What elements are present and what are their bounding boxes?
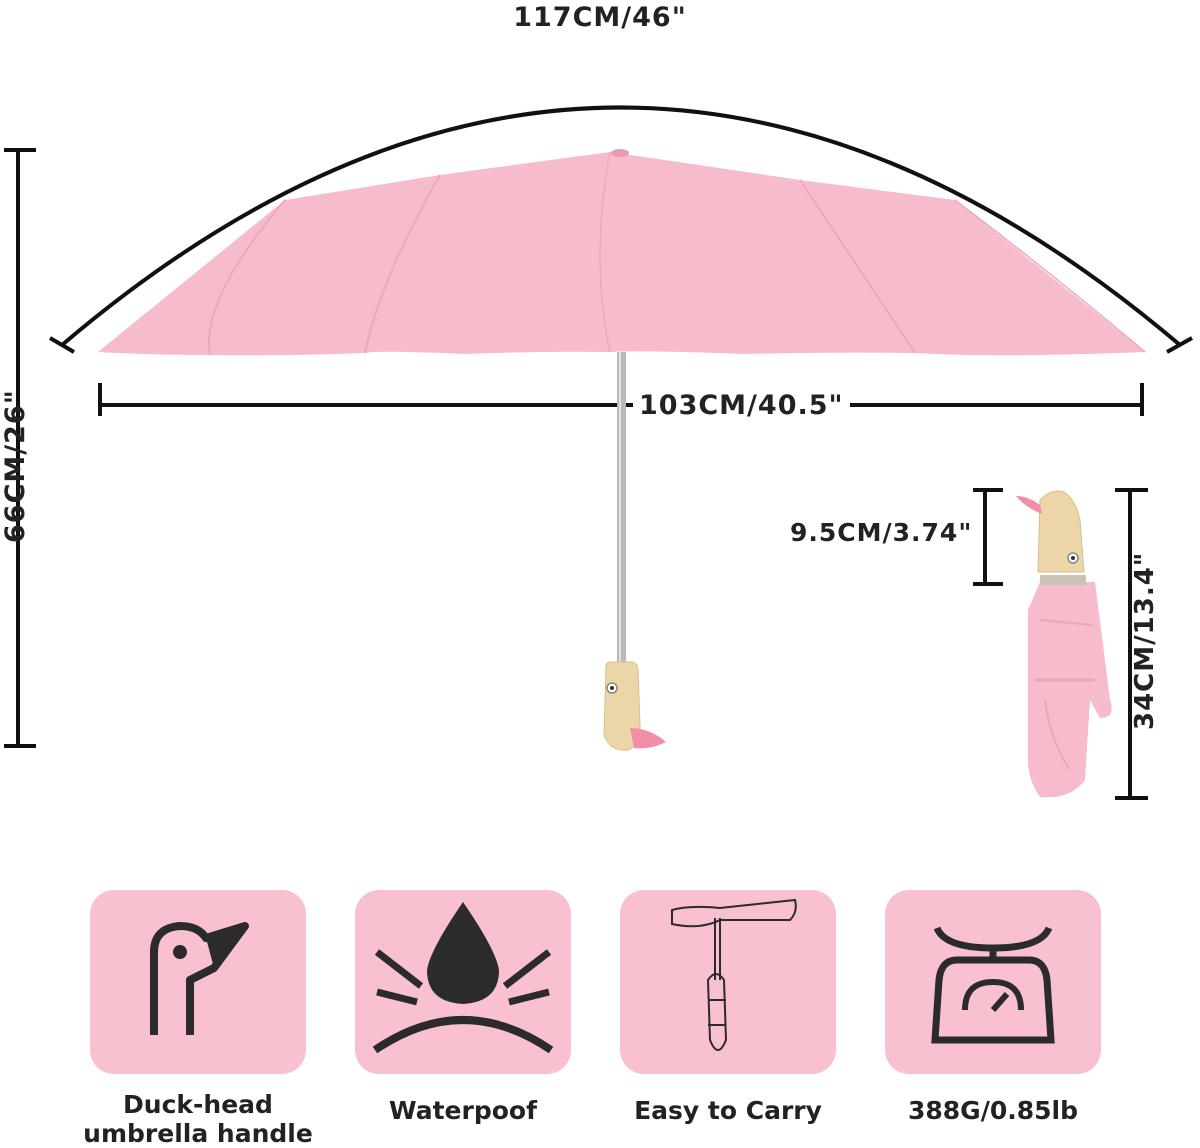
feature-caption-duck-head: Duck-head umbrella handle xyxy=(83,1090,313,1148)
umbrella-shaft xyxy=(617,352,626,662)
feature-tile-carry xyxy=(620,890,836,1074)
folded-umbrella xyxy=(1016,490,1112,798)
folded-length-label: 34CM/13.4" xyxy=(1130,551,1160,730)
feature-caption-waterproof: Waterpoof xyxy=(389,1096,537,1125)
feature-tile-duck-head xyxy=(90,890,306,1074)
feature-caption-carry: Easy to Carry xyxy=(634,1096,822,1125)
open-height-label: 66CM/26" xyxy=(0,389,31,543)
handle-dimension-line xyxy=(973,488,1003,586)
umbrella-illustration xyxy=(4,105,1193,800)
feature-tile-weight xyxy=(885,890,1101,1074)
umbrella-canopy xyxy=(98,149,1146,356)
feature-caption-weight: 388G/0.85lb xyxy=(908,1096,1078,1125)
duck-handle xyxy=(603,661,666,751)
arc-span-label: 117CM/46" xyxy=(513,2,687,33)
handle-length-label: 9.5CM/3.74" xyxy=(790,518,973,547)
feature-tile-waterproof xyxy=(355,890,571,1074)
arc-dimension-line xyxy=(60,105,1182,347)
weight-scale-icon xyxy=(931,926,1055,1044)
height-dimension-line xyxy=(4,148,36,748)
water-drop-icon xyxy=(372,902,554,1054)
duck-head-icon xyxy=(150,922,249,1035)
canopy-width-label: 103CM/40.5" xyxy=(633,390,850,421)
carry-hand-icon xyxy=(671,898,797,1051)
folded-dimension-line xyxy=(1115,488,1148,800)
